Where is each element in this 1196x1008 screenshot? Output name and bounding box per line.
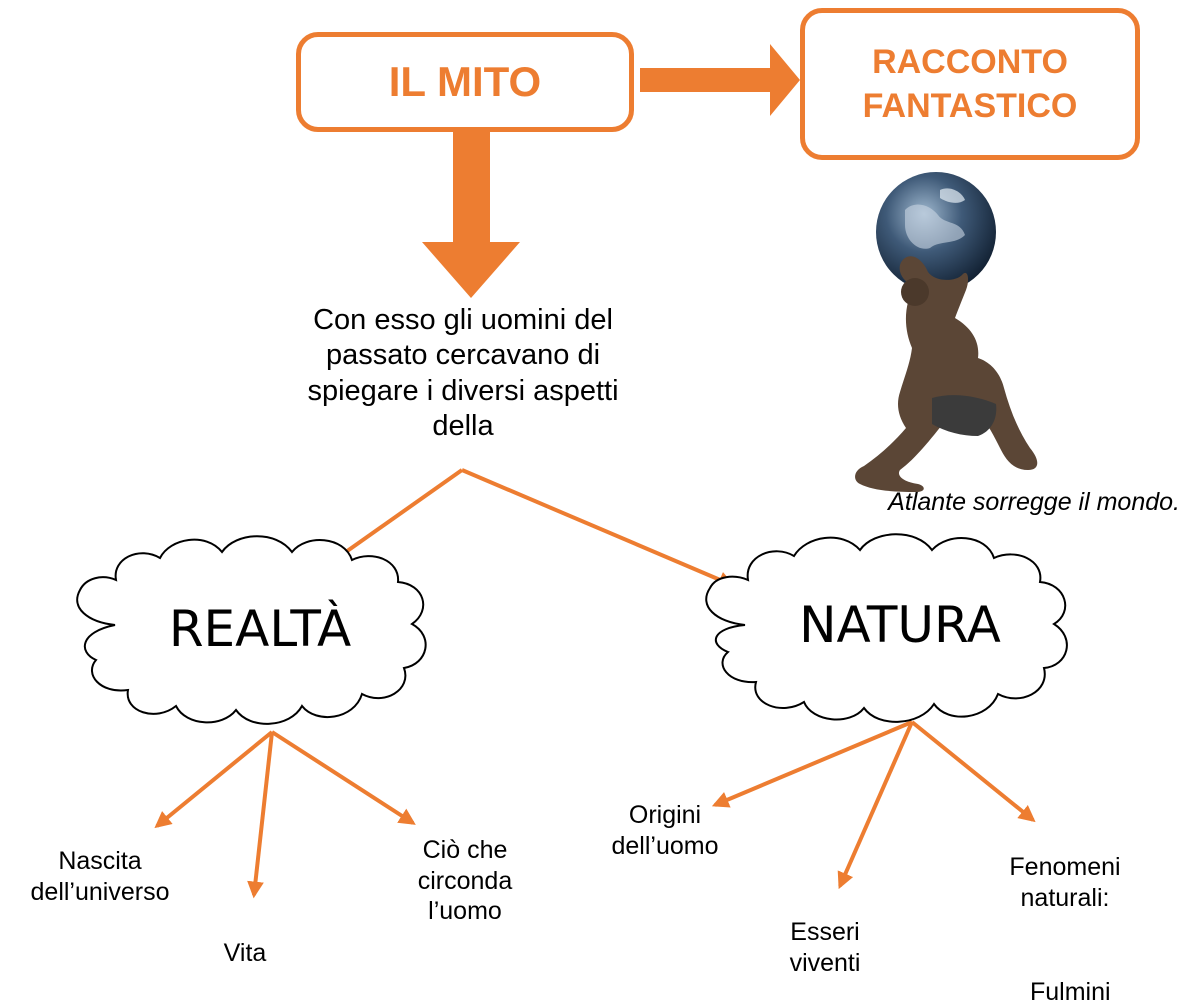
- arrow-to-fenomeni: [910, 720, 1036, 823]
- main-box-il-mito: IL MITO: [296, 32, 634, 132]
- atlas-illustration: [855, 172, 1038, 492]
- side-box-racconto-fantastico: RACCONTO FANTASTICO: [800, 8, 1140, 160]
- arrow-to-realta: [323, 468, 464, 568]
- arrow-to-vita: [247, 731, 274, 899]
- block-arrow-down: [422, 128, 520, 298]
- leaf-circonda: Ciò che circonda l’uomo: [417, 836, 513, 925]
- cloud-natura: [705, 533, 1068, 723]
- leaf-esseri: Esseri viventi: [789, 918, 861, 977]
- side-box-label: RACCONTO FANTASTICO: [862, 42, 1078, 125]
- arrow-to-circonda: [270, 730, 416, 825]
- arrow-to-origini: [711, 720, 913, 808]
- cloud-label-natura: NATURA: [799, 596, 1001, 654]
- main-box-label: IL MITO: [388, 58, 542, 105]
- leaf-origini: Origini dell’uomo: [611, 801, 719, 860]
- leaf-fenomeni-partial: Fulmini: [1030, 978, 1111, 1006]
- arrow-to-esseri: [837, 721, 914, 890]
- arrow-to-nascita: [154, 730, 274, 829]
- block-arrow-right: [640, 44, 800, 116]
- leaf-fenomeni: Fenomeni naturali:: [1009, 853, 1121, 912]
- cloud-label-realta: REALTÀ: [168, 600, 352, 658]
- leaf-vita: Vita: [223, 939, 267, 967]
- atlas-caption: Atlante sorregge il mondo.: [888, 488, 1180, 516]
- leaf-nascita: Nascita dell’universo: [30, 847, 170, 906]
- cloud-realta: [76, 535, 427, 725]
- arrow-to-natura: [461, 468, 736, 588]
- explanation-text: Con esso gli uomini del passato cercavan…: [307, 304, 619, 443]
- atlas-figure: [855, 256, 1038, 492]
